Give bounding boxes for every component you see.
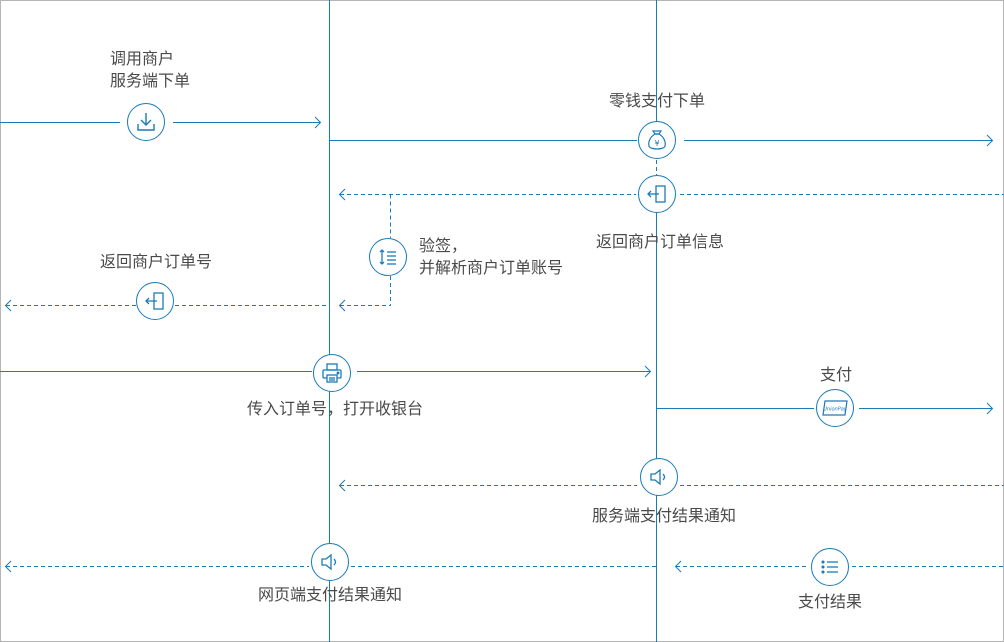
open-cashier-label: 传入订单号，打开收银台 xyxy=(246,399,424,418)
verify-sign-label: 验签， 并解析商户订单账号 xyxy=(419,235,563,279)
return-icon xyxy=(638,175,676,213)
money-bag-icon: ¥ xyxy=(638,121,676,159)
list-icon xyxy=(811,548,849,586)
speaker-icon xyxy=(311,543,349,581)
unionpay-text: UnionPay xyxy=(823,407,848,413)
invoke-order-label-line2: 服务端下单 xyxy=(110,71,191,90)
server-pay-result-notify-label: 服务端支付结果通知 xyxy=(591,506,737,525)
pay-label: 支付 xyxy=(819,365,853,384)
download-icon xyxy=(127,103,165,141)
web-pay-result-notify-label: 网页端支付结果通知 xyxy=(257,585,403,604)
unionpay-card-icon: UnionPay xyxy=(816,389,854,427)
speaker-icon xyxy=(640,458,678,496)
return-order-info-label: 返回商户订单信息 xyxy=(595,232,725,251)
money-symbol: ¥ xyxy=(654,139,659,148)
sort-list-icon xyxy=(369,238,407,276)
change-pay-order-label: 零钱支付下单 xyxy=(608,91,706,110)
invoke-order-label-line1: 调用商户 xyxy=(110,49,175,68)
verify-sign-label-line1: 验签， xyxy=(419,236,468,255)
return-icon xyxy=(136,282,174,320)
invoke-order-label: 调用商户 服务端下单 xyxy=(110,48,190,92)
pay-result-label: 支付结果 xyxy=(797,592,863,611)
verify-sign-label-line2: 并解析商户订单账号 xyxy=(419,258,564,277)
printer-icon xyxy=(313,354,351,392)
return-order-no-label: 返回商户订单号 xyxy=(99,252,213,271)
